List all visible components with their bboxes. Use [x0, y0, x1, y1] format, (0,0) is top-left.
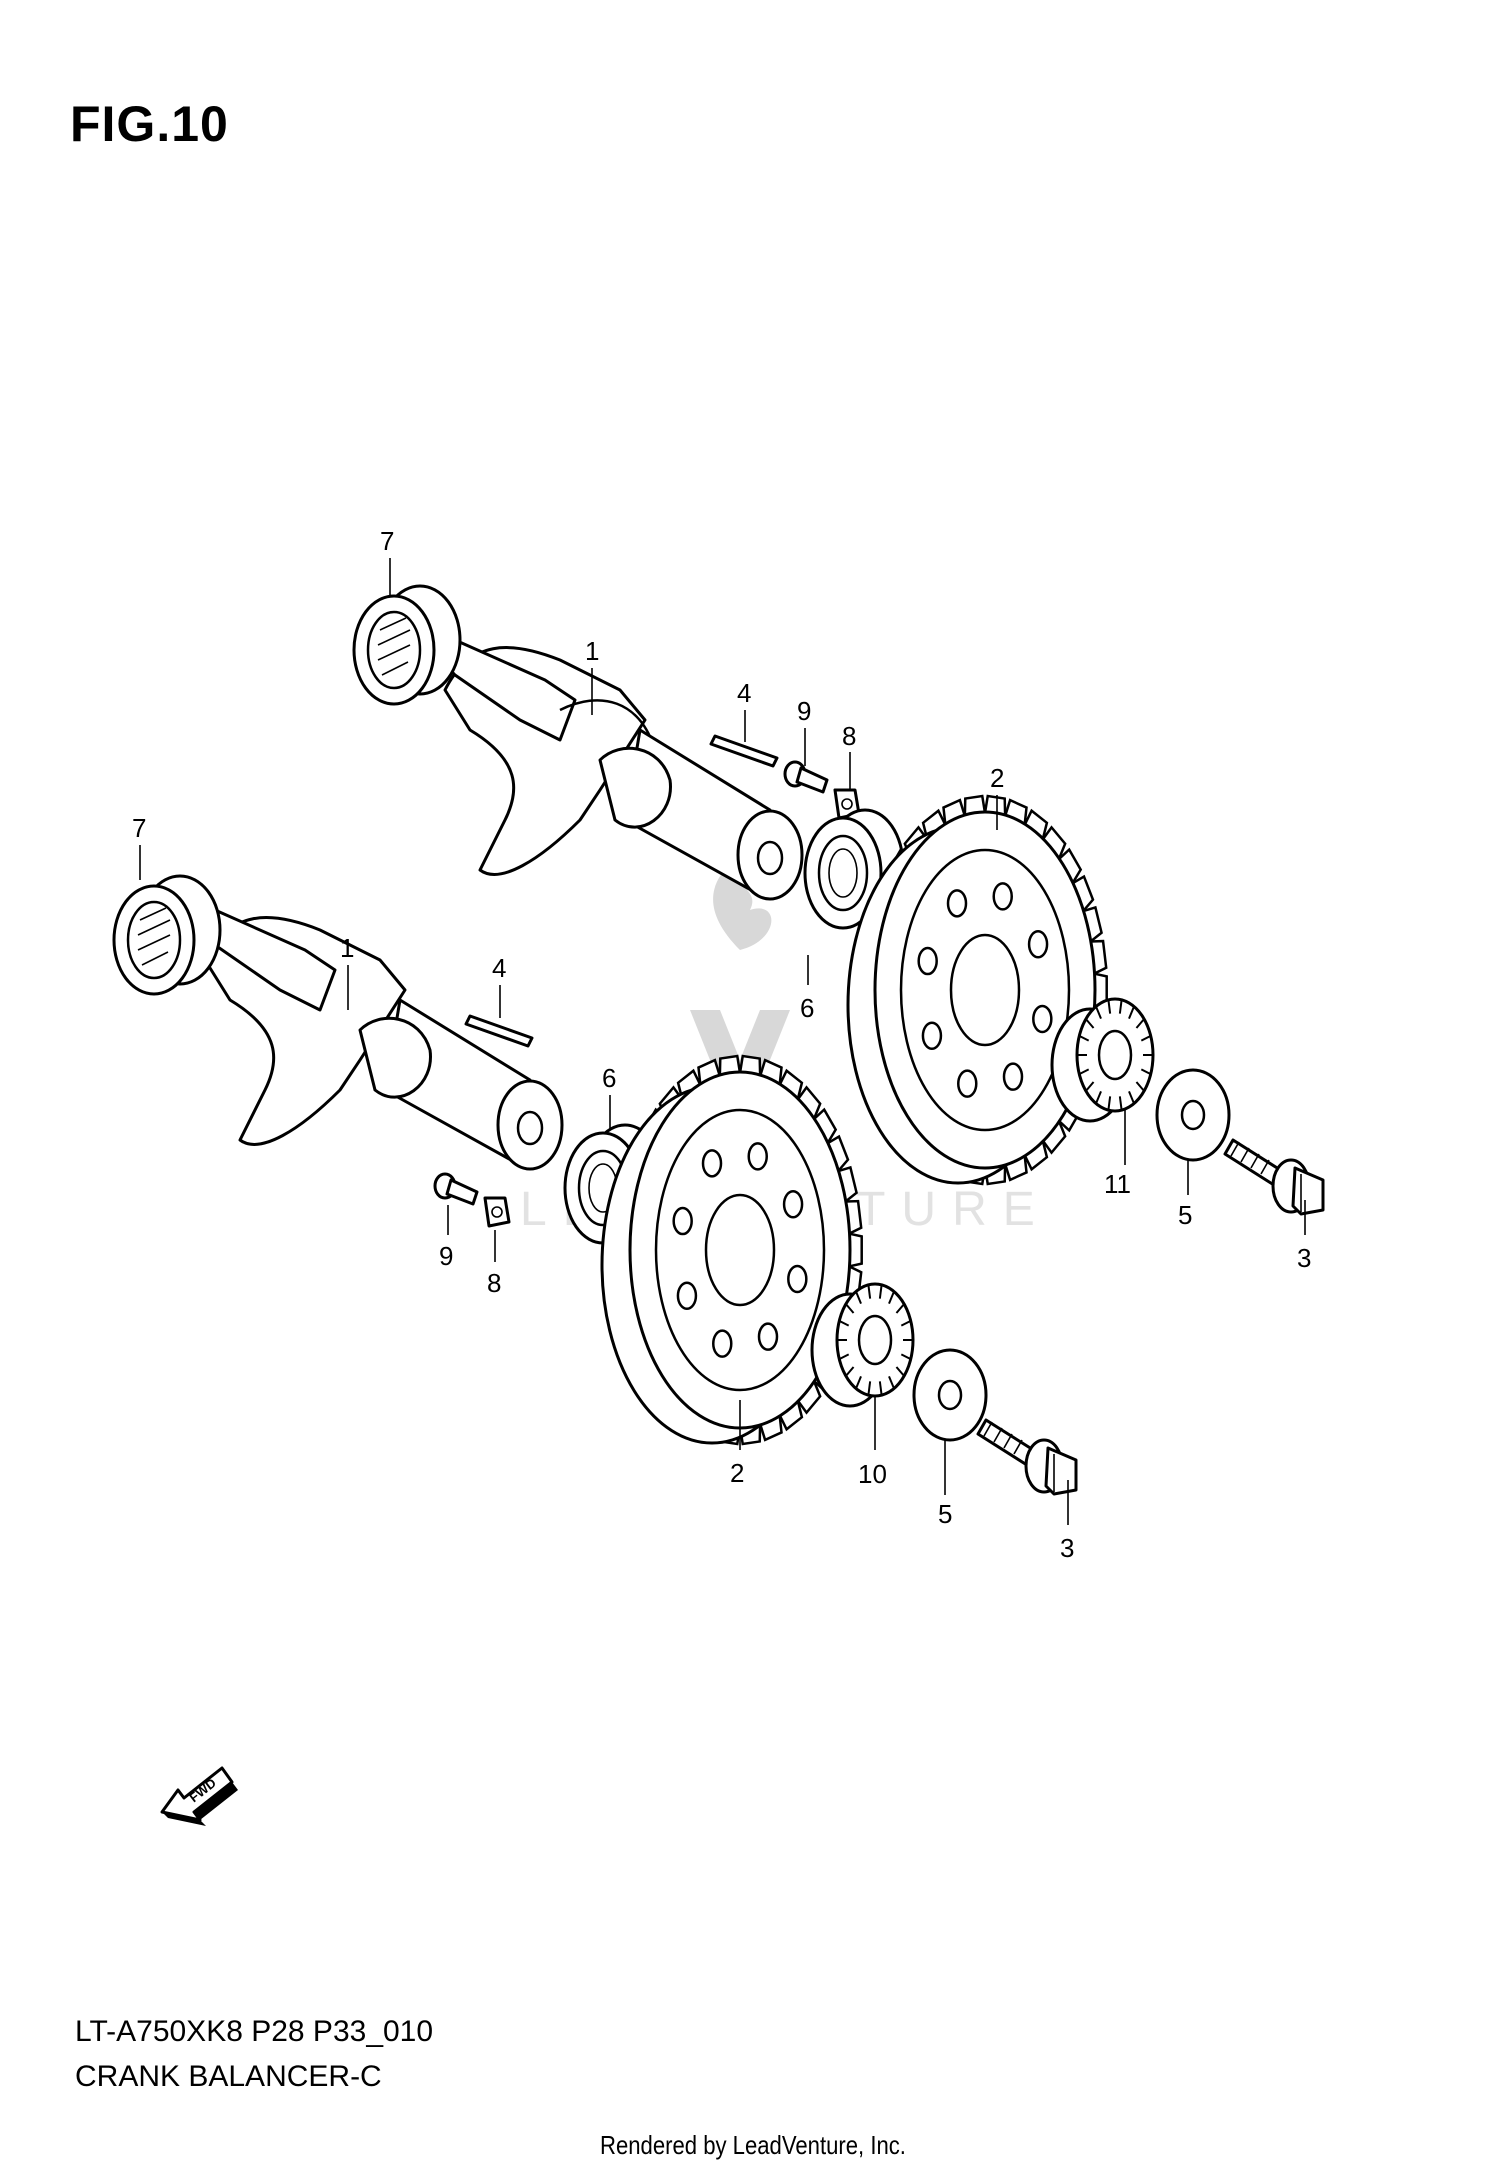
gear-hole — [782, 1190, 804, 1219]
callout-2-lower: 2 — [730, 1458, 744, 1488]
gear-hole — [747, 1142, 768, 1171]
small-gear-tooth — [855, 1375, 862, 1389]
callout-8-lower: 8 — [487, 1268, 501, 1298]
fwd-arrow-icon: FWD — [160, 1766, 238, 1826]
small-gear-tooth — [1095, 1090, 1102, 1104]
small-gear-tooth — [1140, 1068, 1152, 1076]
gear-hole — [957, 1069, 978, 1098]
callout-11: 11 — [1104, 1169, 1131, 1199]
key-lower-4 — [464, 1014, 534, 1048]
gear-small-11 — [1050, 997, 1155, 1123]
gear-hole — [946, 889, 968, 918]
gear-hole — [757, 1322, 779, 1351]
washer-lower-5 — [912, 1348, 988, 1442]
plate-lower-8 — [483, 1196, 511, 1228]
callout-4-upper: 4 — [737, 678, 751, 708]
key-upper-4 — [709, 734, 779, 768]
small-gear-tooth — [845, 1303, 855, 1314]
small-gear-tooth — [1085, 1081, 1095, 1092]
small-gear-tooth — [888, 1291, 895, 1305]
callout-3-lower: 3 — [1060, 1533, 1074, 1563]
gear-hole — [1032, 1004, 1053, 1034]
screw-lower-9 — [433, 1172, 479, 1206]
callout-4-lower: 4 — [492, 953, 506, 983]
model-code: LT-A750XK8 P28 P33_010 — [75, 2015, 434, 2048]
small-gear-tooth — [838, 1319, 850, 1327]
small-gear-tooth — [845, 1366, 855, 1377]
small-gear-tooth — [878, 1284, 883, 1299]
small-gear-tooth — [1135, 1018, 1145, 1029]
small-gear-tooth — [1078, 1034, 1090, 1042]
callout-5-upper: 5 — [1178, 1200, 1192, 1230]
callout-7-lower: 7 — [132, 813, 146, 843]
small-gear-tooth — [1107, 1096, 1112, 1111]
small-gear-tooth — [1078, 1068, 1090, 1076]
small-gear-tooth — [1107, 999, 1112, 1014]
small-gear-tooth — [895, 1303, 905, 1314]
bearing-lower-7 — [112, 874, 222, 996]
figure-title: FIG.10 — [70, 96, 229, 152]
watermark-logo — [690, 860, 790, 1110]
diagram-name: CRANK BALANCER-C — [75, 2060, 382, 2093]
small-gear-tooth — [900, 1353, 912, 1361]
washer-upper-5 — [1155, 1068, 1231, 1162]
small-gear-tooth — [1095, 1006, 1102, 1020]
small-gear-tooth — [1135, 1081, 1145, 1092]
callout-10: 10 — [858, 1459, 887, 1489]
small-gear-tooth — [867, 1284, 872, 1299]
callout-3-upper: 3 — [1297, 1243, 1311, 1273]
balancer-shaft-upper — [442, 638, 804, 901]
rendered-by: Rendered by LeadVenture, Inc. — [600, 2130, 906, 2160]
gear-hole — [672, 1206, 693, 1236]
small-gear-tooth — [1085, 1018, 1095, 1029]
gear-lower-2 — [600, 1054, 863, 1446]
callout-1-upper: 1 — [585, 636, 599, 666]
small-gear-tooth — [867, 1381, 872, 1396]
callout-9-lower: 9 — [439, 1241, 453, 1271]
small-gear-tooth — [1128, 1006, 1135, 1020]
bolt-lower-3 — [976, 1418, 1078, 1496]
callout-2-upper: 2 — [990, 763, 1004, 793]
balancer-shaft-lower — [202, 908, 564, 1171]
small-gear-tooth — [855, 1291, 862, 1305]
gear-hole — [1027, 930, 1049, 959]
small-gear-tooth — [895, 1366, 905, 1377]
small-gear-tooth — [1118, 999, 1123, 1014]
callout-6-lower: 6 — [602, 1063, 616, 1093]
leader-lines — [139, 558, 1306, 1525]
small-gear-tooth — [838, 1353, 850, 1361]
gear-hole — [917, 946, 938, 976]
callout-8-upper: 8 — [842, 721, 856, 751]
gear-hole — [787, 1264, 808, 1294]
callout-6-upper: 6 — [800, 993, 814, 1023]
gear-hole — [992, 882, 1013, 911]
small-gear-tooth — [888, 1375, 895, 1389]
gear-hole — [676, 1281, 698, 1310]
callout-9-upper: 9 — [797, 696, 811, 726]
small-gear-tooth — [900, 1319, 912, 1327]
bolt-upper-3 — [1223, 1138, 1325, 1216]
gear-hole — [921, 1021, 943, 1050]
small-gear-tooth — [1140, 1034, 1152, 1042]
small-gear-tooth — [1118, 1096, 1123, 1111]
small-gear-tooth — [1128, 1090, 1135, 1104]
callout-1-lower: 1 — [340, 933, 354, 963]
bearing-upper-7 — [352, 584, 462, 706]
gear-hole — [1002, 1062, 1024, 1091]
callout-5-lower: 5 — [938, 1499, 952, 1529]
screw-upper-9 — [783, 760, 829, 794]
gear-hole — [712, 1329, 733, 1358]
gear-hole — [701, 1149, 723, 1178]
small-gear-tooth — [878, 1381, 883, 1396]
callout-7-upper: 7 — [380, 526, 394, 556]
